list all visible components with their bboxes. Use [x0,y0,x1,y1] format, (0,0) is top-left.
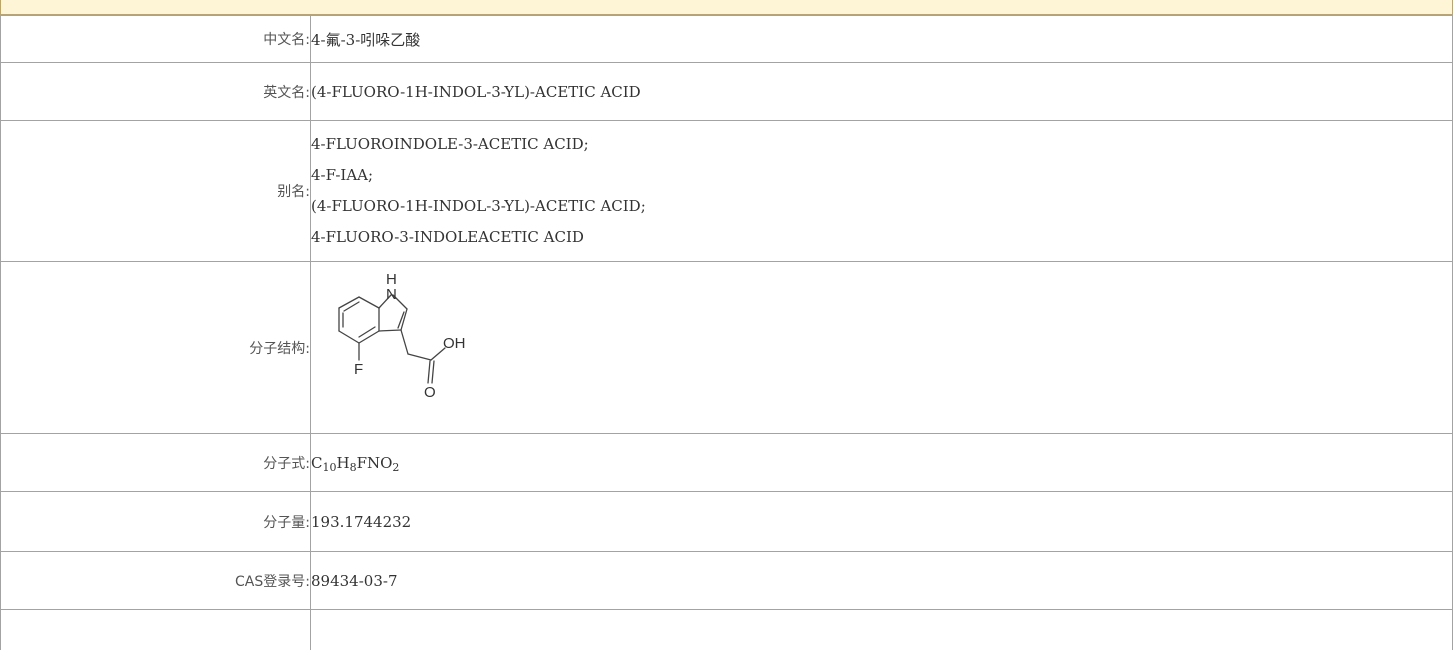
label-molecular-weight: 分子量: [0,491,311,552]
atom-label-f: F [354,361,363,378]
row-chinese-name: 中文名: 4-氟-3-吲哚乙酸 [0,15,1453,63]
label-structure: 分子结构: [0,261,311,434]
label-chinese-name: 中文名: [0,15,311,63]
label-cas-number: CAS登录号: [0,551,311,610]
formula-subscript: 8 [349,460,357,474]
alias-item: (4-FLUORO-1H-INDOL-3-YL)-ACETIC ACID; [311,197,646,215]
value-structure: H N OH F O [310,261,1453,434]
label-aliases: 别名: [0,120,311,262]
row-cas-number: CAS登录号: 89434-03-7 [0,551,1453,610]
value-formula: C10H8FNO2 [310,433,1453,492]
atom-label-oh: OH [443,335,466,352]
atom-label-o: O [424,384,436,401]
value-chinese-name: 4-氟-3-吲哚乙酸 [310,15,1453,63]
row-molecular-weight: 分子量: 193.1744232 [0,491,1453,552]
row-english-name: 英文名: (4-FLUORO-1H-INDOL-3-YL)-ACETIC ACI… [0,62,1453,121]
atom-label-h: H [386,271,397,288]
value-cas-number: 89434-03-7 [310,551,1453,610]
alias-item: 4-FLUORO-3-INDOLEACETIC ACID [311,228,584,246]
formula-element: H [336,453,350,472]
label-english-name: 英文名: [0,62,311,121]
compound-info-table: 中文名: 4-氟-3-吲哚乙酸 英文名: (4-FLUORO-1H-INDOL-… [0,15,1453,650]
formula-element: FNO [356,453,393,472]
value-aliases: 4-FLUOROINDOLE-3-ACETIC ACID; 4-F-IAA; (… [310,120,1453,262]
atom-label-n: N [386,286,397,303]
value-english-name: (4-FLUORO-1H-INDOL-3-YL)-ACETIC ACID [310,62,1453,121]
formula-subscript: 10 [322,460,337,474]
row-structure: 分子结构: [0,261,1453,434]
alias-item: 4-FLUOROINDOLE-3-ACETIC ACID; [311,135,589,153]
row-aliases: 别名: 4-FLUOROINDOLE-3-ACETIC ACID; 4-F-IA… [0,120,1453,262]
formula-element: C [311,453,323,472]
molecular-structure-diagram: H N OH F O [338,271,466,401]
label-empty [0,609,311,650]
row-empty [0,609,1453,650]
section-header-bar [0,0,1453,15]
formula-subscript: 2 [392,460,400,474]
value-molecular-weight: 193.1744232 [310,491,1453,552]
row-formula: 分子式: C10H8FNO2 [0,433,1453,492]
value-empty [310,609,1453,650]
alias-item: 4-F-IAA; [311,166,374,184]
label-formula: 分子式: [0,433,311,492]
